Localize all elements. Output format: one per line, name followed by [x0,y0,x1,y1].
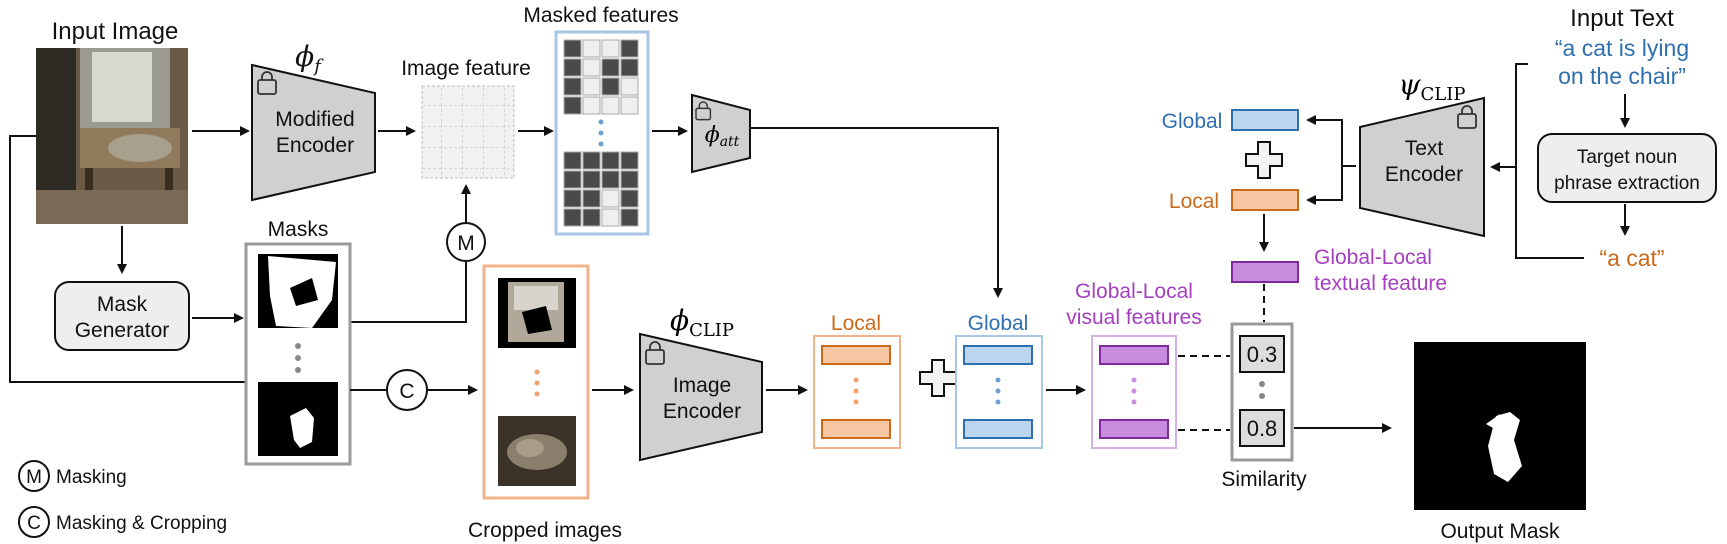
legend-masking-cropping-symbol [18,506,50,538]
mask-thumbnail-1 [258,254,338,328]
local-visual-label: Local [831,312,881,335]
modified-encoder-label-1: Modified [275,108,354,131]
legend-masking-cropping-letter: C [27,513,41,534]
similarity-value-1: 0.3 [1247,342,1278,367]
mask-thumbnail-2 [258,382,338,456]
global-visual-label: Global [968,312,1029,335]
image-encoder [639,332,763,462]
plus-icon [919,359,957,397]
input-text-quote-line-1: “a cat is lying [1555,35,1689,61]
masked-feature-grid-top [563,39,639,115]
cropped-image-thumbnail-1 [498,278,576,348]
input-text-quote-line-2: on the chair” [1558,63,1686,89]
image-encoder-label-2: Encoder [663,400,741,423]
target-noun-label-2: phrase extraction [1554,173,1700,194]
gl-text-label-2: textual feature [1314,272,1447,295]
image-encoder-label-1: Image [673,374,731,397]
masks-label: Masks [268,218,329,241]
legend-masking-label: Masking [56,467,127,488]
similarity-cell-1 [1239,335,1285,373]
output-mask-image [1414,342,1586,510]
modified-encoder [251,63,376,202]
similarity-value-2: 0.8 [1247,416,1278,441]
psi-clip-label: ψCLIP [1399,68,1466,105]
masked-features-label: Masked features [523,4,678,27]
target-noun-extraction [1537,133,1717,203]
masking-operator-symbol: M [457,232,475,255]
input-image-thumbnail [36,48,188,224]
local-text-bar [1231,189,1299,211]
text-encoder-label-1: Text [1405,137,1444,160]
local-visual-bar-1 [821,345,891,365]
input-image-title: Input Image [52,18,179,45]
text-encoder [1359,96,1485,238]
legend-masking-symbol [18,460,50,492]
global-visual-bar-1 [963,345,1033,365]
similarity-label: Similarity [1221,468,1307,491]
image-feature-label: Image feature [401,57,531,80]
gl-text-label-1: Global-Local [1314,246,1432,269]
local-text-label: Local [1169,190,1219,213]
gl-text-bar [1231,261,1299,283]
masking-cropping-operator-symbol: C [399,380,414,403]
cropped-image-thumbnail-2 [498,416,576,486]
phi-att-module [691,93,751,174]
phi-f-label: ϕf [295,40,324,77]
target-noun-label-1: Target noun [1577,147,1677,168]
gl-visual-bar-2 [1099,419,1169,439]
masked-feature-grid-bottom [563,151,639,227]
input-text-title: Input Text [1570,5,1674,32]
legend-masking-letter: M [26,467,42,488]
gl-visual-bar-1 [1099,345,1169,365]
mask-generator [54,281,190,351]
mask-generator-label-2: Generator [75,319,170,342]
gl-visual-label-2: visual features [1066,306,1201,329]
global-text-bar [1231,109,1299,131]
global-text-label: Global [1162,110,1223,133]
cropped-images-label: Cropped images [468,519,622,542]
text-encoder-label-2: Encoder [1385,163,1463,186]
global-visual-bar-2 [963,419,1033,439]
similarity-cell-2 [1239,409,1285,447]
mask-generator-label-1: Mask [97,293,148,316]
phi-clip-label: ϕCLIP [670,304,734,341]
modified-encoder-label-2: Encoder [276,134,354,157]
plus-icon [1245,141,1283,179]
phi-att-label: ϕatt [705,123,740,150]
masking-operator [446,222,486,262]
local-visual-bar-2 [821,419,891,439]
legend-masking-cropping-label: Masking & Cropping [56,513,227,534]
output-mask-label: Output Mask [1440,520,1560,543]
noun-phrase-quote: “a cat” [1599,245,1664,271]
image-feature-grid [421,85,515,179]
gl-visual-label-1: Global-Local [1075,280,1193,303]
